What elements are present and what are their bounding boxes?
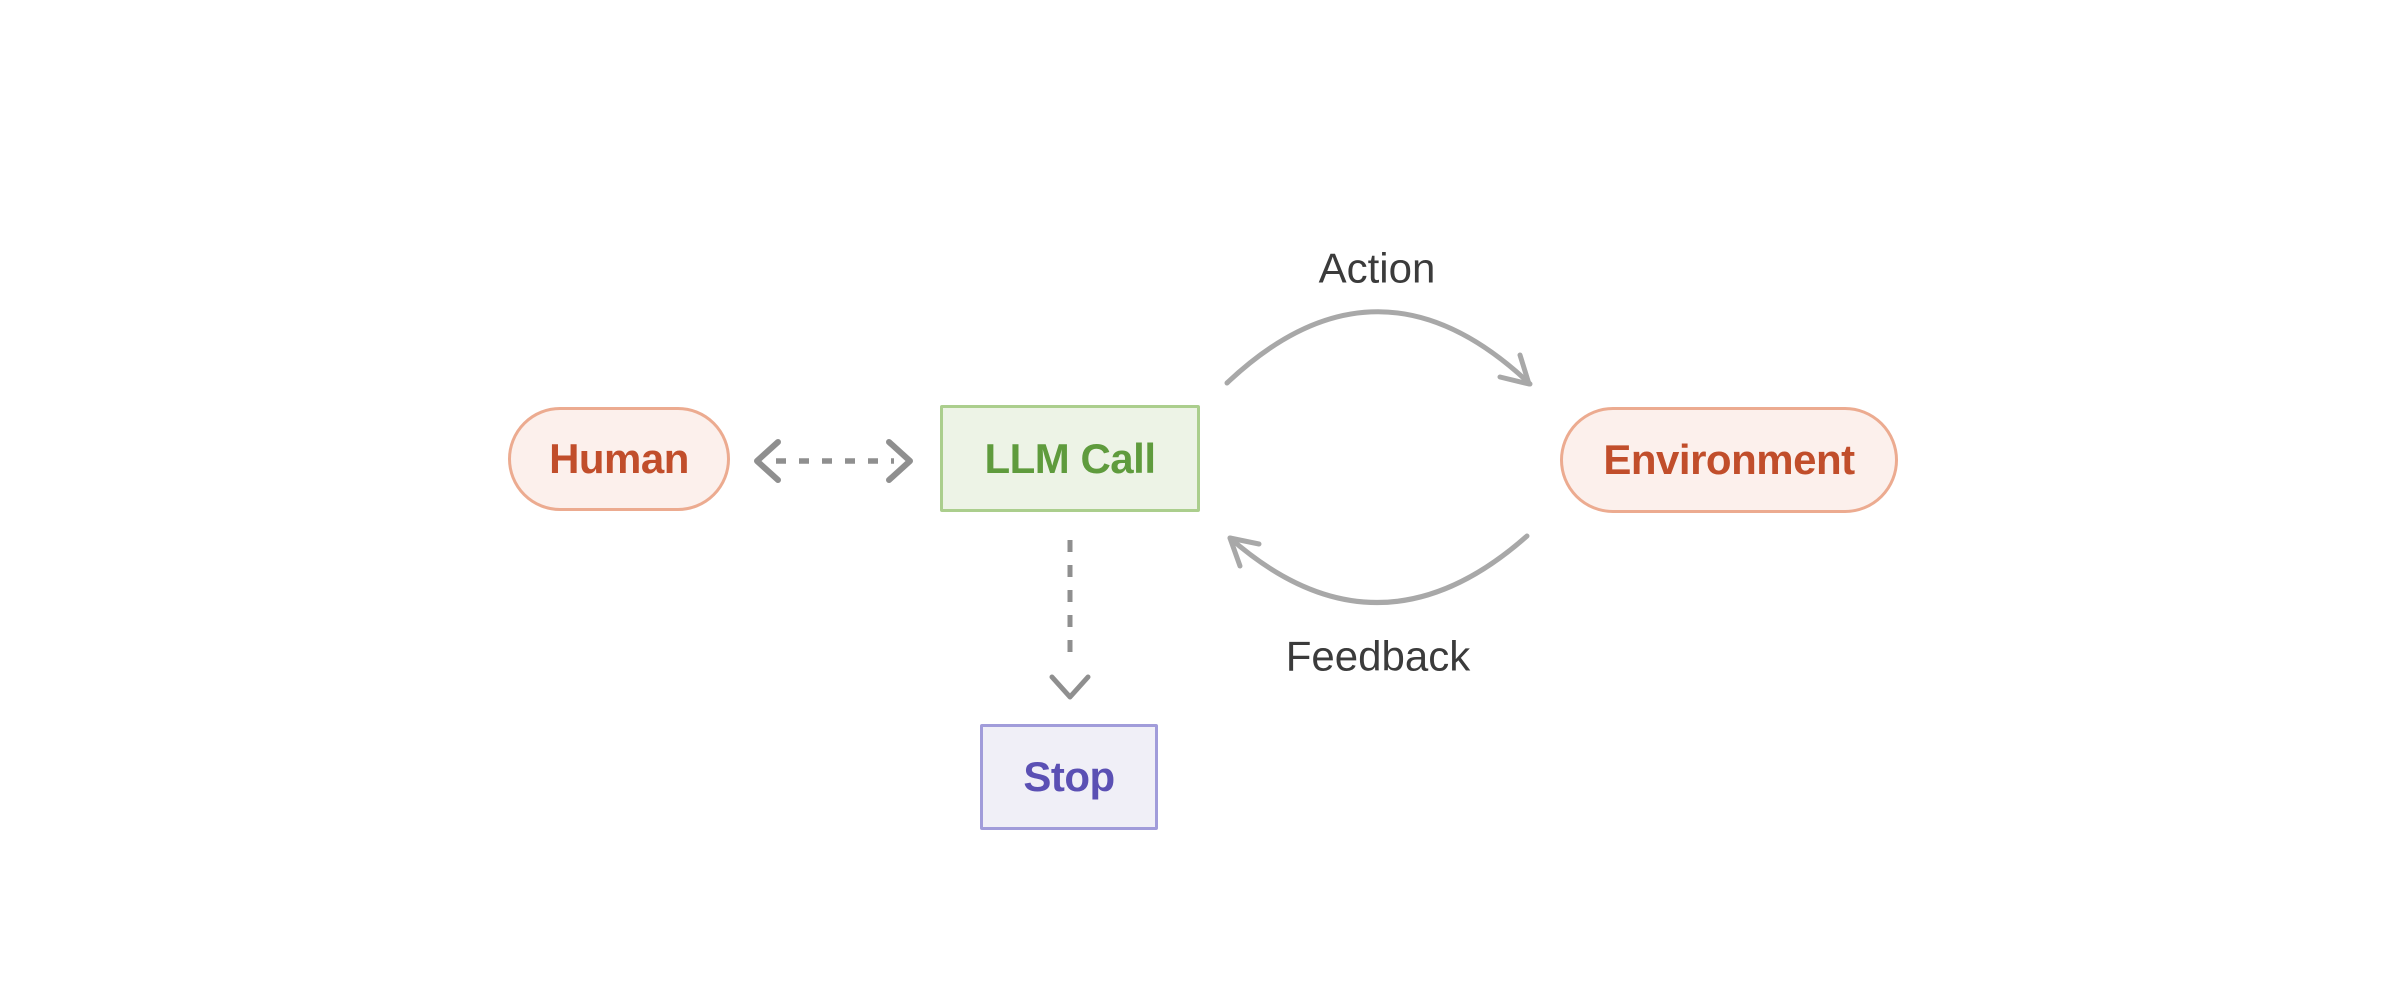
node-human: Human xyxy=(508,407,730,511)
edge-label-action: Action xyxy=(1319,245,1436,292)
feedback-arrow xyxy=(1227,533,1530,605)
chevron-right-icon xyxy=(886,439,913,483)
arrowhead-icon xyxy=(1497,352,1532,387)
node-stop: Stop xyxy=(980,724,1158,830)
arrowhead-icon xyxy=(1227,535,1262,569)
human-llm-dashed-bidirectional-arrow xyxy=(754,439,913,483)
node-llm-call-label: LLM Call xyxy=(984,434,1157,482)
node-human-label: Human xyxy=(549,435,689,482)
chevron-left-icon xyxy=(754,439,781,483)
chevron-down-icon xyxy=(1049,674,1091,700)
node-stop-label: Stop xyxy=(1023,753,1115,800)
action-arrow xyxy=(1224,309,1533,387)
node-environment: Environment xyxy=(1560,407,1898,513)
node-llm-call: LLM Call xyxy=(940,405,1200,512)
edge-label-feedback: Feedback xyxy=(1286,633,1471,680)
node-environment-label: Environment xyxy=(1603,436,1855,483)
llm-stop-dashed-down-arrow xyxy=(1049,540,1091,700)
